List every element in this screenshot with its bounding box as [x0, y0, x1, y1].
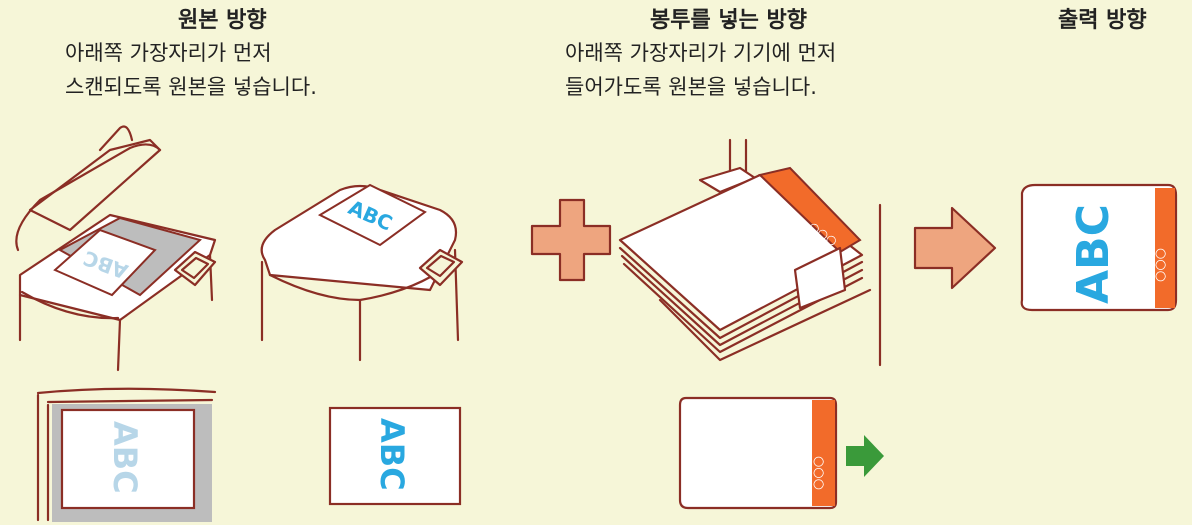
scanner-open-lid-illustration: ABC — [16, 127, 215, 371]
output-envelope-abc-text: ABC — [1068, 204, 1119, 304]
platen-document-abc-text: ABC — [106, 421, 144, 494]
plus-icon — [532, 200, 610, 280]
envelope-stack-tray-illustration: ○○○ — [620, 140, 880, 365]
feed-direction-arrow-icon — [846, 435, 884, 477]
adf-feeder-illustration: ABC — [262, 185, 462, 360]
envelope-top-view: ○○○ — [680, 398, 884, 508]
output-arrow-icon — [915, 208, 995, 288]
feeder-topview-abc-text: ABC — [373, 418, 411, 491]
output-envelope-illustration: ○○○ ABC — [1022, 185, 1176, 310]
feeder-document-top-view: ABC — [330, 408, 460, 504]
platen-glass-top-view: ABC — [38, 389, 215, 522]
envelope-topview-marks: ○○○ — [811, 456, 826, 490]
output-envelope-marks: ○○○ — [1153, 248, 1168, 282]
